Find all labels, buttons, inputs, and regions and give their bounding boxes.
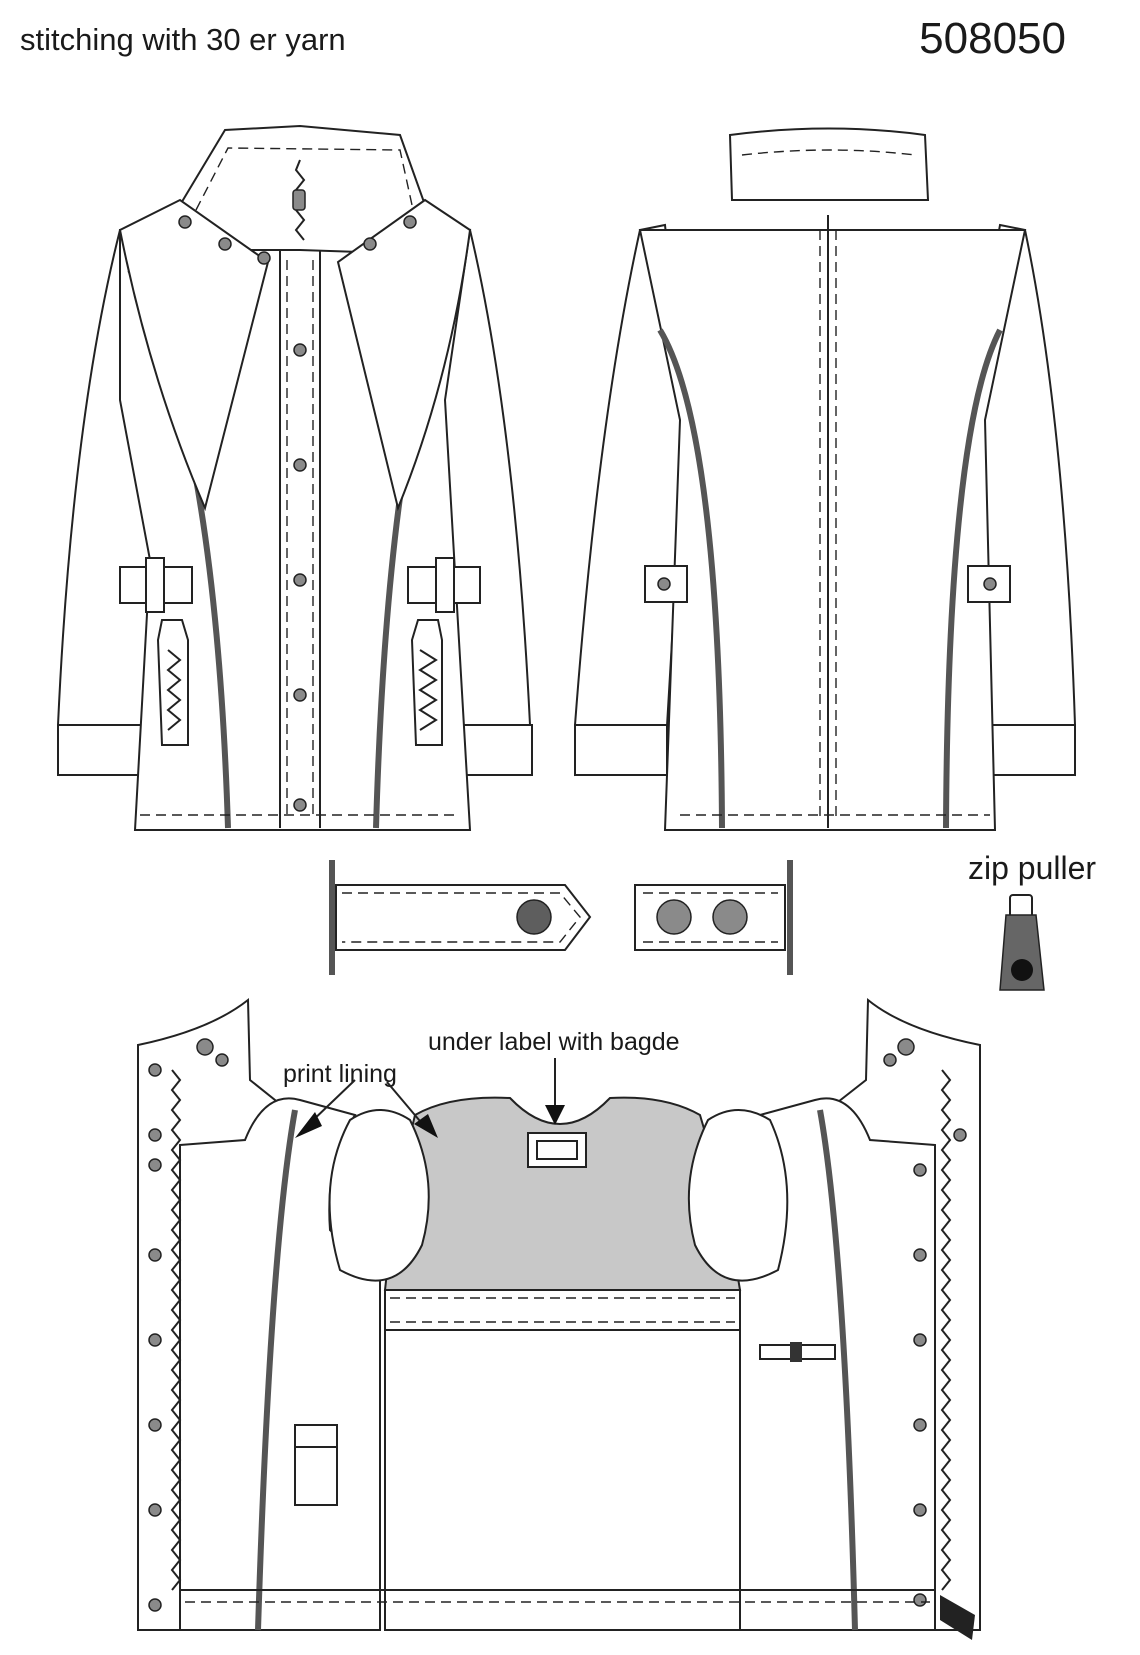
front-left-zip-pocket [156,619,189,746]
right-armhole [687,1109,789,1282]
stitching-note: stitching with 30 er yarn [20,22,346,57]
front-right-yoke [336,198,472,512]
placket-button [293,798,307,812]
collar-button [218,237,232,251]
tab-button [656,899,692,935]
back-lining-print-area [383,1096,742,1291]
tab-details [329,860,793,975]
jacket-inside-view [137,997,981,1640]
print-lining-label: print lining [283,1060,397,1088]
back-right-cuff [982,724,1076,776]
collar-button [178,215,192,229]
collar-button [403,215,417,229]
front-left-yoke [118,198,270,512]
tab-button [712,899,748,935]
zip-puller-detail [999,894,1045,991]
placket-button [293,458,307,472]
zip-puller-hole [1011,959,1033,981]
collar-button [257,251,271,265]
placket-button [293,573,307,587]
inside-right-piping [817,1109,858,1631]
jacket-front-view [56,124,533,831]
inside-left-piping [255,1109,298,1631]
single-button-tab [335,884,592,951]
inside-tab-button [790,1342,802,1362]
back-left-cuff [574,724,668,776]
center-zip-pull [292,189,306,211]
collar-button [363,237,377,251]
back-right-piping [943,328,1003,829]
placket-button [293,688,307,702]
back-body [638,229,1027,831]
jacket-back-view [574,127,1076,831]
back-collar [728,127,930,201]
back-left-piping [657,328,725,829]
style-number: 508050 [919,14,1066,63]
tab-button [516,899,552,935]
zip-puller-label: zip puller [968,850,1097,886]
front-left-cuff [57,724,151,776]
front-right-zip-pocket [410,619,443,746]
placket-button [293,343,307,357]
under-label-callout: under label with bagde [428,1028,680,1056]
left-armhole [328,1109,430,1282]
